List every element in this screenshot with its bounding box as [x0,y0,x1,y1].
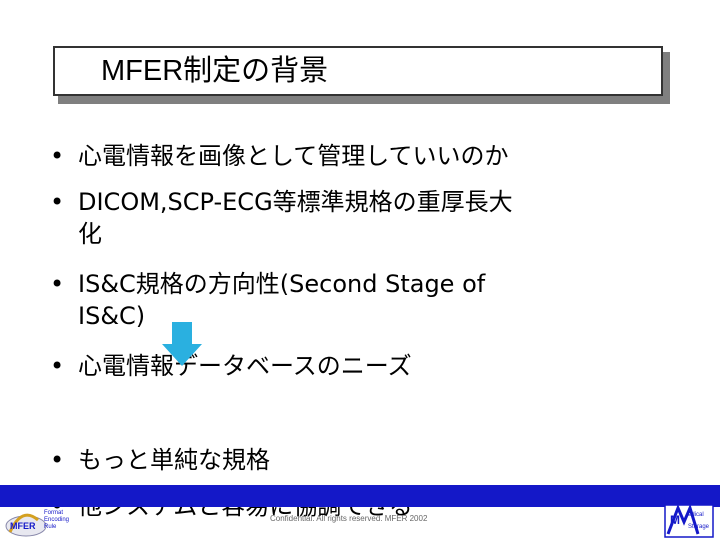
right-logo-line: edical [688,512,704,518]
title-box: MFER制定の背景 [53,46,663,96]
footer-note: Confidential. All rights reserved. MFER … [270,514,428,523]
left-logo-line: Medical waveform [44,503,93,509]
bullet-text: IS&C規格の方向性(Second Stage of [78,270,486,298]
bullet-dot: • [50,142,65,170]
right-logo-label: M [670,513,680,527]
mfer-logo-icon: MFER [5,513,47,537]
footer-band [0,485,720,507]
bullet-dot: • [50,188,65,216]
bullet-text-continuation: IS&C) [78,302,146,330]
left-logo-line: Rule [44,524,57,530]
down-arrow-icon [162,322,202,366]
medical-storage-logo-icon: M edical Storage [664,504,714,538]
bullet-text: DICOM,SCP-ECG等標準規格の重厚長大 [78,188,513,216]
left-logo-line: Encoding [44,517,70,523]
bullet-dot: • [50,446,65,474]
left-logo-label: MFER [10,521,36,531]
left-logo-line: Format [44,510,64,516]
bullet-dot: • [50,270,65,298]
bullet-text: もっと単純な規格 [78,446,270,474]
right-logo-line: Storage [688,524,710,530]
bullet-text: 心電情報データベースのニーズ [78,352,412,380]
bullet-text-continuation: 化 [78,220,102,248]
bullet-dot: • [50,352,65,380]
bullet-text: 心電情報を画像として管理していいのか [78,142,509,170]
page-title: MFER制定の背景 [101,55,329,87]
left-logo-caption: Medical waveform Format Encoding Rule [44,503,92,531]
